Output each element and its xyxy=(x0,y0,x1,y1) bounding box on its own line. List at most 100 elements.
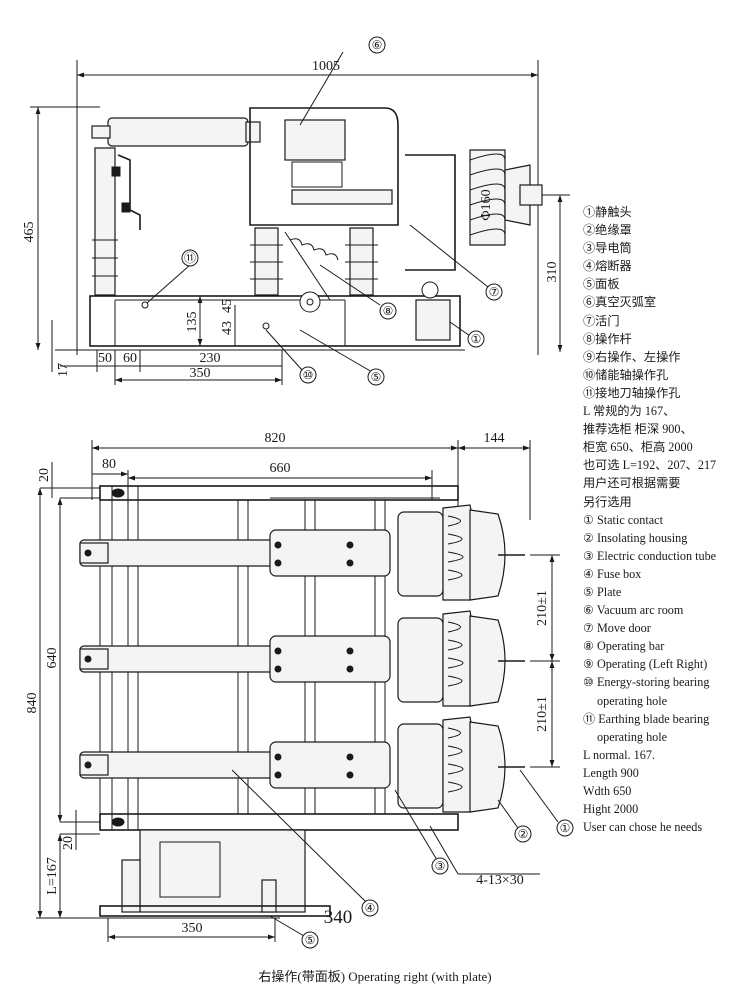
dim-310: 310 xyxy=(545,262,560,283)
energy-hole xyxy=(262,322,270,330)
insulating-housing xyxy=(397,723,444,809)
legend-item: Length 900 xyxy=(583,765,639,780)
breaker-housing xyxy=(249,107,399,226)
legend-item: ③ Electric conduction tube xyxy=(583,548,717,563)
fuse-cap xyxy=(79,542,109,564)
callout-7 xyxy=(485,283,503,301)
leader xyxy=(299,329,373,373)
dim-210b: 210±1 xyxy=(535,696,550,732)
leader xyxy=(299,51,344,126)
callout-1-label: ① xyxy=(471,332,482,346)
legend-item: L 常规的为 167、 xyxy=(583,404,676,419)
vacuum-arc-room xyxy=(284,119,346,161)
legend-item: 用户还可根据需要 xyxy=(583,476,681,491)
callout-11 xyxy=(181,249,199,267)
contact-terminal xyxy=(519,184,543,206)
legend-item: 也可选 L=192、207、217 xyxy=(583,458,717,473)
fuse-tube xyxy=(79,539,276,567)
legend-item: ⑩ Energy-storing bearing xyxy=(583,675,710,690)
legend-item: ④ Fuse box xyxy=(583,566,642,581)
caption: 右操作(带面板) Operating right (with plate) xyxy=(258,969,492,984)
legend-item: ⑦活门 xyxy=(583,313,620,328)
base-plate xyxy=(89,295,461,347)
leader xyxy=(449,321,471,337)
insulator-fins xyxy=(469,509,506,601)
insulating-housing xyxy=(397,511,444,597)
operating-bar xyxy=(284,231,331,301)
legend-item: ⑪ Earthing blade bearing xyxy=(583,711,710,726)
fuse-tube xyxy=(79,645,276,673)
dim-50: 50 xyxy=(98,351,112,366)
mechanism-detail xyxy=(159,841,221,898)
phase-2 xyxy=(79,610,525,707)
leader xyxy=(394,789,438,861)
legend-item: ④熔断器 xyxy=(583,259,632,274)
fuse-diameter: Φ160 xyxy=(479,189,494,220)
legend-item: ⑤面板 xyxy=(583,277,620,292)
legend-item: ③导电筒 xyxy=(583,241,632,256)
insulator-fins xyxy=(469,615,506,707)
legend-item: ⑧ Operating bar xyxy=(583,639,665,654)
legend-item: ⑦ Move door xyxy=(583,621,651,636)
legend-item: ① Static contact xyxy=(583,512,663,527)
legend-item: Hight 2000 xyxy=(583,802,639,817)
bolt xyxy=(274,771,282,779)
bolt xyxy=(274,753,282,761)
bolt xyxy=(274,541,282,549)
bus-clamp xyxy=(111,166,121,177)
static-contact-box xyxy=(415,299,451,341)
post xyxy=(261,879,277,913)
insulator-fins xyxy=(469,721,506,813)
dim-holes: 4-13×30 xyxy=(476,873,524,888)
bolt xyxy=(346,647,354,655)
legend-item: 另行选用 xyxy=(583,494,632,509)
dim-210a: 210±1 xyxy=(535,590,550,626)
leader xyxy=(429,825,459,875)
callout-5-label: ⑤ xyxy=(371,370,382,384)
leader xyxy=(497,799,519,829)
dim-230: 230 xyxy=(200,351,221,366)
dim-60: 60 xyxy=(123,351,137,366)
legend-item: ⑧操作杆 xyxy=(583,331,632,346)
earthing-hole xyxy=(141,301,149,309)
bus-clamp xyxy=(121,202,131,213)
leader xyxy=(231,769,367,903)
insulating-housing xyxy=(469,149,543,246)
callout-7-label: ⑦ xyxy=(489,285,500,299)
tube-end xyxy=(245,121,261,143)
fuse-cap xyxy=(79,754,109,776)
housing-detail xyxy=(291,161,343,188)
legend-item: ⑩储能轴操作孔 xyxy=(583,367,669,382)
bolt xyxy=(84,655,92,663)
dim-80: 80 xyxy=(102,457,116,472)
legend-item: ⑥ Vacuum arc room xyxy=(583,603,684,618)
dim-135: 135 xyxy=(185,312,200,333)
callout-5-label: ⑤ xyxy=(305,933,316,947)
dim-350-front: 350 xyxy=(182,921,203,936)
bolt xyxy=(346,559,354,567)
legend-item: User can chose he needs xyxy=(583,820,703,835)
callout-6 xyxy=(368,36,386,54)
leader xyxy=(319,264,381,306)
spring xyxy=(289,238,339,261)
legend-item: ②绝缘罩 xyxy=(583,223,632,238)
bolt xyxy=(84,761,92,769)
bolt xyxy=(274,647,282,655)
callout-1-label: ① xyxy=(560,821,571,835)
callout-10 xyxy=(299,366,317,384)
dim-43: 43 xyxy=(220,321,235,335)
contact-housing xyxy=(269,529,391,577)
fuse-tube xyxy=(79,751,276,779)
callout-10-label: ⑩ xyxy=(303,368,314,382)
bolt xyxy=(346,753,354,761)
callout-3-label: ③ xyxy=(435,859,446,873)
legend-item: ⑨ Operating (Left Right) xyxy=(583,657,708,672)
top-view: 1005 465 310 xyxy=(22,36,570,386)
post xyxy=(121,859,141,913)
dim-465: 465 xyxy=(22,222,37,243)
legend-item: ⑪接地刀轴操作孔 xyxy=(583,385,681,400)
callout-3 xyxy=(431,857,449,875)
leader xyxy=(409,224,489,288)
dim-1005: 1005 xyxy=(312,59,340,74)
